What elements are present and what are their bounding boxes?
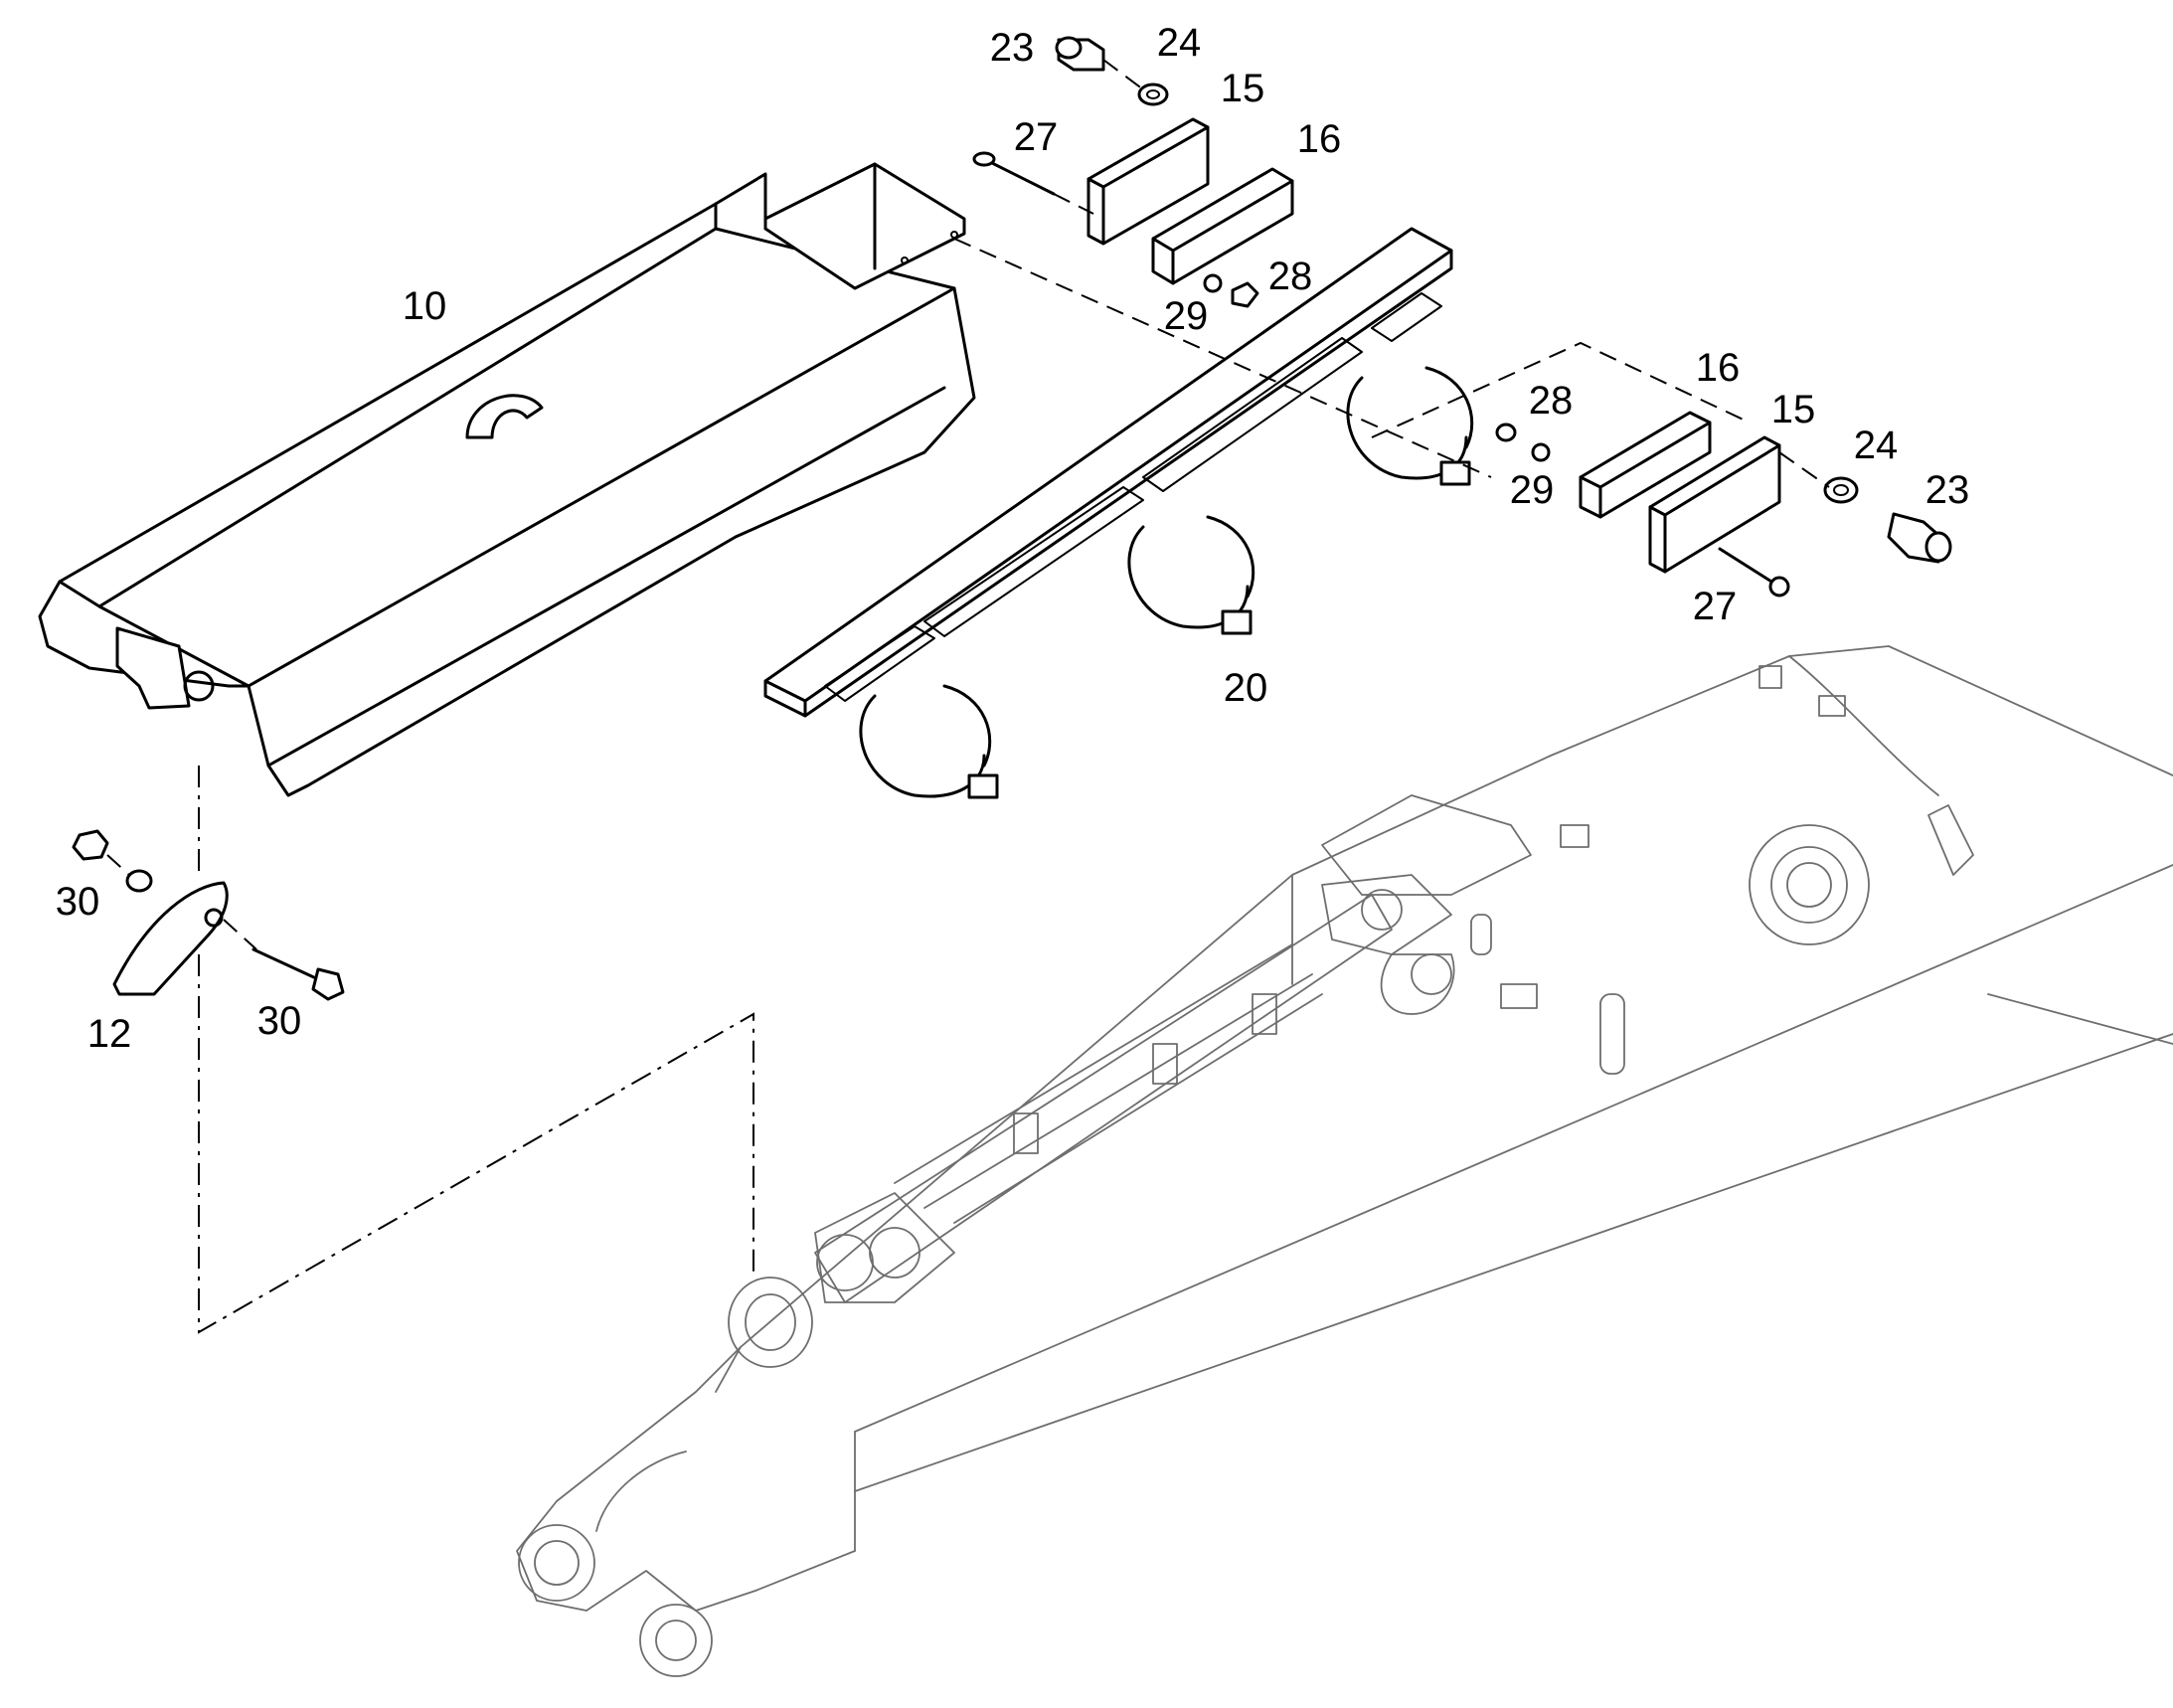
callout-27-top: 27 — [1013, 115, 1059, 159]
callout-15-right: 15 — [1770, 388, 1816, 431]
bracket-group-right — [1371, 341, 1952, 598]
center-lines — [198, 766, 754, 1334]
callout-28-top: 28 — [1267, 255, 1313, 298]
callout-30-bottom: 30 — [256, 999, 302, 1043]
callout-24-top: 24 — [1156, 21, 1202, 65]
callout-15-top: 15 — [1220, 67, 1265, 110]
part-10-cover — [38, 162, 976, 797]
callout-27-right: 27 — [1692, 585, 1738, 628]
callout-10: 10 — [402, 284, 447, 328]
part-20-frame — [763, 227, 1474, 799]
boom-arm — [516, 645, 2173, 1677]
bracket-group-top — [953, 36, 1492, 478]
callout-29-right: 29 — [1509, 468, 1555, 512]
callout-20: 20 — [1223, 666, 1268, 710]
callout-24-right: 24 — [1853, 424, 1899, 467]
callout-12: 12 — [86, 1012, 132, 1056]
callout-23-right: 23 — [1924, 468, 1970, 512]
callout-23-top: 23 — [989, 26, 1035, 70]
callout-28-right: 28 — [1528, 379, 1574, 423]
callout-29-top: 29 — [1163, 294, 1209, 338]
callout-16-right: 16 — [1695, 346, 1741, 390]
callout-16-top: 16 — [1296, 117, 1342, 161]
hydraulic-cylinder — [728, 874, 1452, 1368]
callout-30-left: 30 — [55, 880, 100, 924]
part-12-bracket — [72, 829, 345, 1001]
